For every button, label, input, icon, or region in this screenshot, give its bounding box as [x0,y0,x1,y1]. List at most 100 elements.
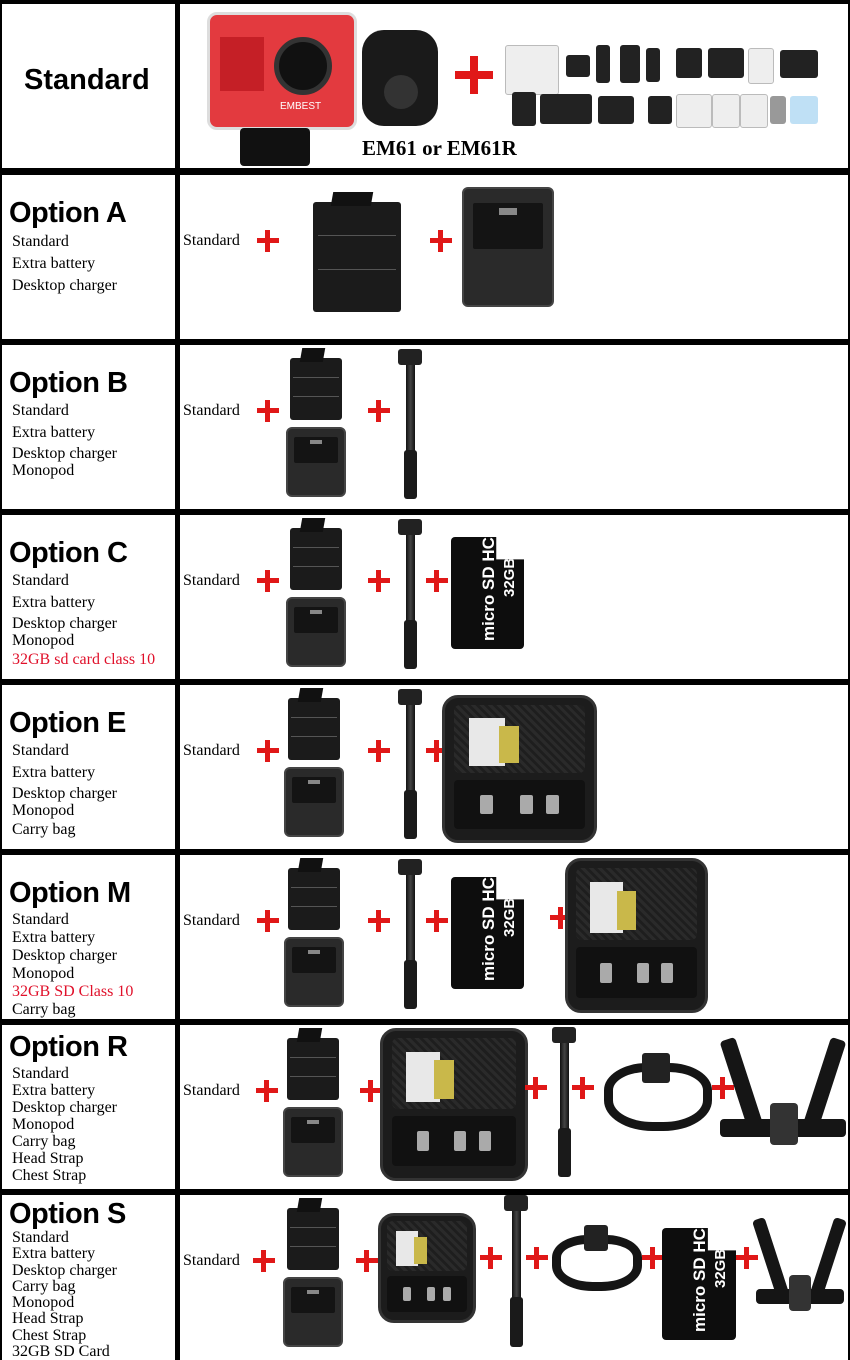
strap-icon [780,50,818,78]
option-r-row: Option R Standard Extra battery Desktop … [0,1022,850,1192]
plus-icon [257,230,279,252]
option-title: Option E [9,707,126,739]
mount-icon [646,48,660,82]
plus-icon [550,907,572,929]
mount-icon [620,45,640,83]
plus-icon [480,1247,502,1269]
option-label-cell: Option B Standard Extra battery Desktop … [2,345,175,509]
option-item: Extra battery [12,929,96,946]
plus-icon [368,570,390,592]
charger-icon [283,1107,343,1177]
handlebar-mount-icon [708,48,744,78]
charger-icon [286,597,346,667]
carry-bag-icon [380,1028,528,1181]
option-item: Head Strap [12,1310,84,1328]
option-item: Carry bag [12,1277,76,1295]
option-title: Option S [9,1198,126,1230]
adhesive-mount-icon [540,94,592,124]
waterproof-case-icon [505,45,559,95]
option-content-cell: Standard [180,345,848,509]
plus-icon [736,1247,758,1269]
plus-icon [256,1080,278,1102]
plus-icon [712,1077,734,1099]
battery-icon [313,202,401,312]
remote-button-icon [384,75,418,109]
adhesive-pad-icon [676,94,712,128]
cleaning-cloth-icon [790,96,818,124]
head-strap-mount-icon [642,1053,670,1083]
adhesive-pad-icon [712,94,740,128]
option-items: Standard Extra battery Desktop charger M… [12,911,133,1019]
option-item: Standard [12,1065,69,1082]
plus-icon [257,400,279,422]
standard-label-cell: Standard [2,4,175,168]
option-item: Standard [12,911,69,928]
option-item: Extra battery [12,764,96,781]
frame-icon [748,48,774,84]
plus-icon [455,56,493,94]
option-m-row: Option M Standard Extra battery Desktop … [0,852,850,1022]
option-item: Extra battery [12,255,96,272]
option-item: 32GB SD Card [12,1343,110,1360]
mount-icon [596,45,610,83]
option-item: Extra battery [12,1245,96,1263]
charger-icon [284,767,344,837]
option-b-row: Option B Standard Extra battery Desktop … [0,342,850,512]
option-item: Monopod [12,632,75,649]
mount-icon [512,92,536,126]
option-item: Carry bag [12,821,76,838]
plus-icon [426,910,448,932]
sd-brand: micro SD HC [479,877,498,981]
chest-strap-icon [751,1213,848,1341]
battery-icon [287,1038,339,1100]
buckle-icon [648,96,672,124]
plus-icon [642,1247,664,1269]
option-content-cell: Standard 32GB micro SD HC [180,515,848,679]
option-c-row: Option C Standard Extra battery Desktop … [0,512,850,682]
option-item: Chest Strap [12,1326,87,1344]
charger-icon [286,427,346,497]
option-item: Monopod [12,1294,75,1312]
monopod-icon [398,349,422,499]
camera-in-housing: EMBEST [207,12,357,130]
option-label-cell: Option A Standard Extra battery Desktop … [2,175,175,339]
standard-row: Standard EMBEST EM61 or EM61R [0,0,850,172]
monopod-icon [552,1027,576,1177]
option-item: Chest Strap [12,1167,87,1184]
monopod-icon [398,689,422,839]
battery-icon [288,868,340,930]
charger-icon [462,187,554,307]
option-title: Option R [9,1031,128,1063]
option-item: Extra battery [12,1082,96,1099]
option-label-cell: Option R Standard Extra battery Desktop … [2,1025,175,1189]
chest-strap-icon [719,1033,847,1183]
sd-brand: micro SD HC [690,1228,709,1332]
camera-brand: EMBEST [280,101,322,112]
option-title: Option A [9,197,127,229]
model-label: EM61 or EM61R [362,136,517,160]
wrist-remote [362,30,438,126]
plus-icon [430,230,452,252]
sd-brand: micro SD HC [479,537,498,641]
standard-label: Standard [183,742,240,759]
mount-icon [566,55,590,77]
option-content-cell: Standard [180,1025,848,1189]
camera-screen [220,37,264,91]
option-item: Desktop charger [12,785,117,802]
sd-capacity: 32GB [501,557,518,597]
option-items: Standard Extra battery Desktop charger M… [12,401,117,479]
option-item: Standard [12,742,69,759]
option-item: Desktop charger [12,1099,117,1116]
option-item: Monopod [12,965,75,982]
option-items: Standard Extra battery Desktop charger M… [12,1065,117,1184]
plus-icon [426,570,448,592]
sd-card-icon: 32GB micro SD HC [451,877,524,989]
plus-icon [526,1247,548,1269]
standard-label: Standard [183,572,240,589]
option-label-cell: Option C Standard Extra battery Desktop … [2,515,175,679]
option-item: Desktop charger [12,1261,117,1279]
option-item: Monopod [12,802,75,819]
charger-icon [283,1277,343,1347]
option-item: Carry bag [12,1133,76,1150]
sd-capacity: 32GB [712,1248,729,1288]
